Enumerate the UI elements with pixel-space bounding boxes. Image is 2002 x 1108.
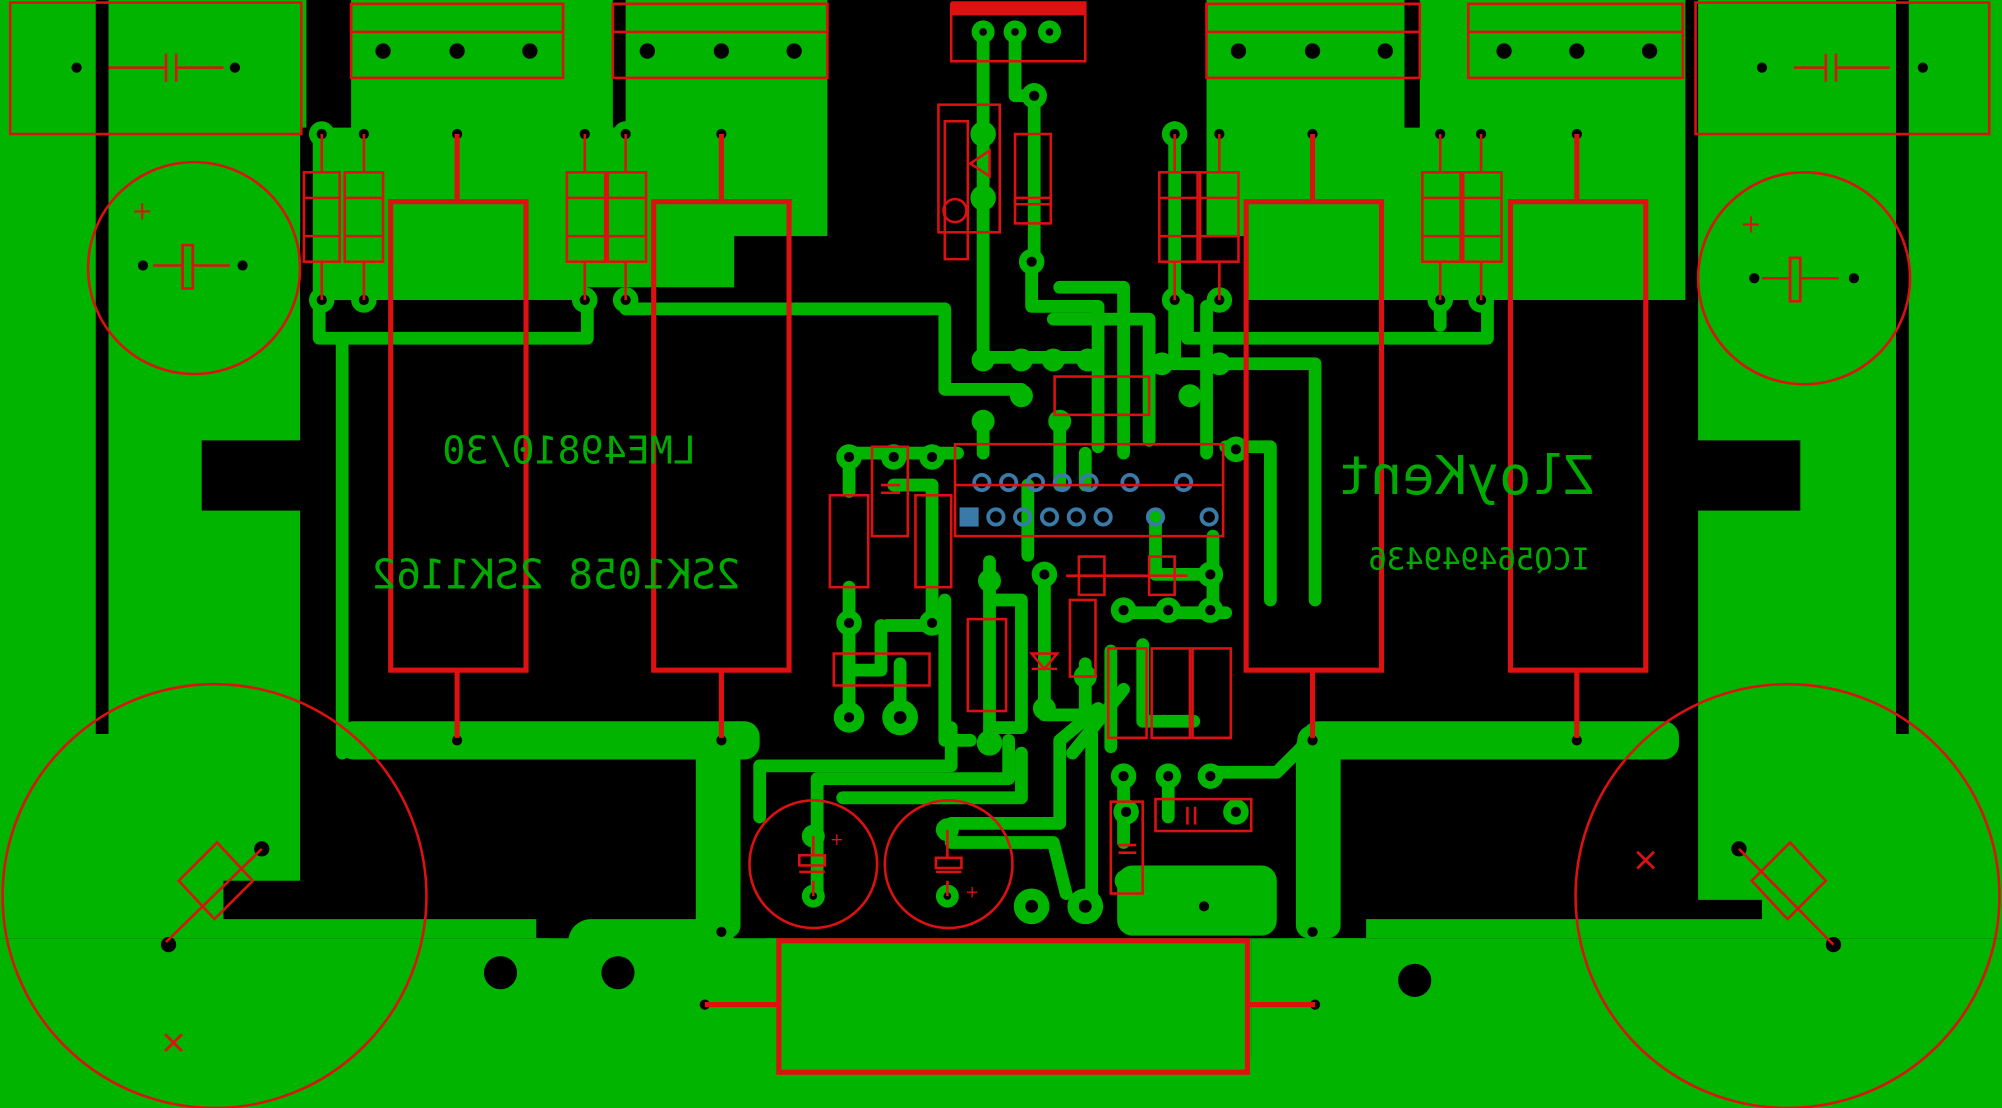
author-label: ZloyKent (1338, 444, 1596, 507)
chip-label: LME49810/30 (442, 428, 696, 473)
contact-label: ICQ564949436 (1368, 542, 1589, 577)
copper-text: LME49810/30 2SK1058 2SK1162 ZloyKent ICQ… (372, 428, 1596, 598)
silkscreen-markers: + + + + × × (132, 197, 1762, 1062)
plus-marker-c1: + (830, 830, 844, 849)
mosfet-label: 2SK1058 2SK1162 (372, 550, 741, 598)
cross-marker-right: × (1632, 840, 1660, 879)
plus-marker-c2: + (965, 882, 979, 901)
plus-marker-left: + (132, 197, 153, 227)
plus-marker-right: + (1740, 209, 1761, 239)
ic-pads (959, 472, 1219, 527)
cross-marker-left: × (160, 1022, 188, 1061)
